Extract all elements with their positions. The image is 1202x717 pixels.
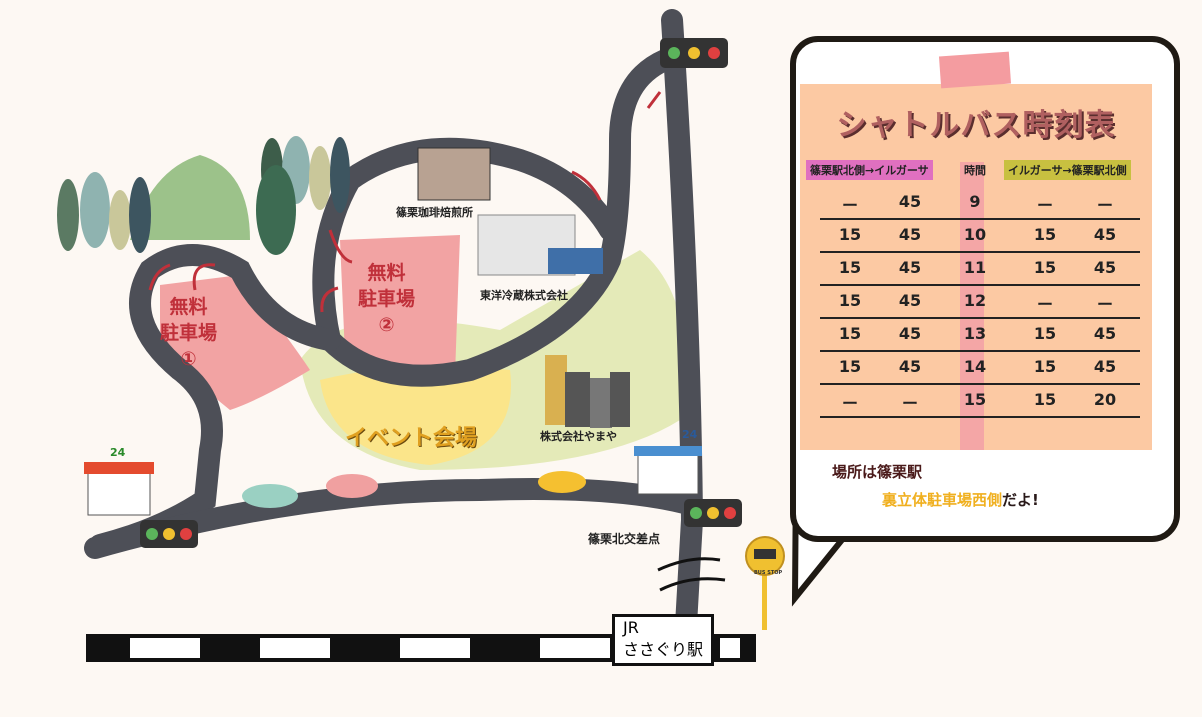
coffee-building-icon	[417, 147, 491, 201]
station-line2: ささぐり駅	[623, 640, 704, 659]
timetable-cell-o2: 45	[898, 192, 922, 211]
traffic-light-icon	[660, 38, 728, 68]
note-location: 場所は篠栗駅	[832, 463, 923, 481]
timetable-cell-h: 11	[963, 258, 987, 277]
parking-1-label: 無料 駐車場 ①	[160, 294, 217, 372]
parking-2-label: 無料 駐車場 ②	[358, 260, 415, 338]
bus-stop-icon	[745, 536, 785, 630]
yamaya-building-icon	[545, 355, 630, 428]
parking-2-line1: 無料	[367, 262, 406, 284]
label-yamaya: 株式会社やまや	[540, 430, 617, 443]
timetable-cell-i2: 20	[1093, 390, 1117, 409]
trees	[57, 136, 350, 255]
timetable-cell-h: 10	[963, 225, 987, 244]
car-icon	[242, 484, 298, 508]
timetable-cell-o1: ー	[841, 196, 858, 215]
timetable-cell-i2: ー	[1096, 295, 1113, 314]
timetable-cell-o2: 45	[898, 225, 922, 244]
hill	[130, 155, 250, 240]
hour-column-highlight	[960, 162, 984, 450]
timetable-cell-i2: 45	[1093, 225, 1117, 244]
timetable-cell-h: 12	[963, 291, 987, 310]
timetable-row: 15 45 11 15 45	[820, 252, 1140, 286]
station-line1: JR	[623, 618, 639, 637]
timetable-cell-h: 14	[963, 357, 987, 376]
label-coffee-roaster: 篠栗珈琲焙煎所	[396, 206, 473, 219]
traffic-light-icon	[684, 499, 742, 527]
parking-2-number: ②	[378, 314, 395, 336]
timetable-cell-o2: ー	[901, 394, 918, 413]
timetable-cell-o2: 45	[898, 324, 922, 343]
timetable-cell-i1: 15	[1033, 324, 1057, 343]
timetable-cell-i1: ー	[1036, 196, 1053, 215]
parking-1-line1: 無料	[169, 296, 208, 318]
timetable-cell-i2: 45	[1093, 258, 1117, 277]
parking-2-line2: 駐車場	[358, 288, 416, 310]
parking-1-number: ①	[180, 348, 197, 370]
timetable-cell-i2: ー	[1096, 196, 1113, 215]
convenience-store-icon-2	[634, 446, 702, 495]
timetable-cell-i1: 15	[1033, 357, 1057, 376]
truck-icon	[548, 248, 603, 274]
timetable-cell-o2: 45	[898, 291, 922, 310]
timetable-cell-o1: 15	[838, 291, 862, 310]
timetable-cell-i1: 15	[1033, 390, 1057, 409]
timetable-row: 15 45 12 ー ー	[820, 285, 1140, 319]
timetable-row: 15 45 10 15 45	[820, 219, 1140, 253]
note-location-detail: 裏立体駐車場西側だよ!	[882, 489, 1039, 510]
note-highlight: 裏立体駐車場西側	[882, 491, 1003, 509]
label-event-venue: イベント会場	[345, 426, 478, 451]
timetable-row: ー ー 15 15 20	[820, 384, 1140, 418]
tape-decoration	[938, 51, 1012, 89]
header-outbound: 篠栗駅北側→イルガーサ	[806, 160, 933, 180]
wavy-break-icon	[657, 557, 726, 592]
timetable-title: シャトルバス時刻表	[836, 108, 1116, 143]
event-venue-yellow	[320, 366, 511, 465]
convenience-store-icon	[84, 462, 154, 516]
store-sign: 24	[110, 446, 126, 459]
parking-1-line2: 駐車場	[160, 322, 218, 344]
label-intersection: 篠栗北交差点	[588, 532, 661, 546]
timetable-cell-i1: ー	[1036, 295, 1053, 314]
timetable-cell-o2: 45	[898, 258, 922, 277]
timetable-cell-h: 15	[963, 390, 987, 409]
header-inbound: イルガーサ→篠栗駅北側	[1004, 160, 1131, 180]
car-icon	[538, 471, 586, 493]
timetable-row: 15 45 13 15 45	[820, 318, 1140, 352]
timetable-cell-h: 13	[963, 324, 987, 343]
station-sign: JR ささぐり駅	[612, 614, 714, 666]
timetable-cell-o1: 15	[838, 225, 862, 244]
timetable-cell-i2: 45	[1093, 357, 1117, 376]
parking-2-area	[340, 235, 460, 375]
label-toyo-reizo: 東洋冷蔵株式会社	[480, 289, 568, 302]
timetable-cell-i1: 15	[1033, 225, 1057, 244]
timetable-cell-h: 9	[969, 192, 981, 211]
timetable-cell-o2: 45	[898, 357, 922, 376]
timetable-cell-i2: 45	[1093, 324, 1117, 343]
bus-stop-label: BUS STOP	[754, 570, 783, 576]
direction-arrows	[148, 91, 662, 313]
timetable-cell-o1: ー	[841, 394, 858, 413]
timetable-cell-i1: 15	[1033, 258, 1057, 277]
car-icon	[326, 474, 378, 498]
traffic-light-icon	[140, 520, 198, 548]
timetable: シャトルバス時刻表 篠栗駅北側→イルガーサ 時間 イルガーサ→篠栗駅北側 ー 45…	[800, 51, 1152, 450]
header-hour: 時間	[964, 164, 986, 177]
timetable-cell-o1: 15	[838, 357, 862, 376]
timetable-cell-o1: 15	[838, 324, 862, 343]
note-suffix: だよ!	[1002, 491, 1039, 509]
store-sign-2: 24	[682, 428, 698, 441]
timetable-row: 15 45 14 15 45	[820, 351, 1140, 385]
timetable-row: ー 45 9 ー ー	[820, 186, 1140, 220]
timetable-cell-o1: 15	[838, 258, 862, 277]
